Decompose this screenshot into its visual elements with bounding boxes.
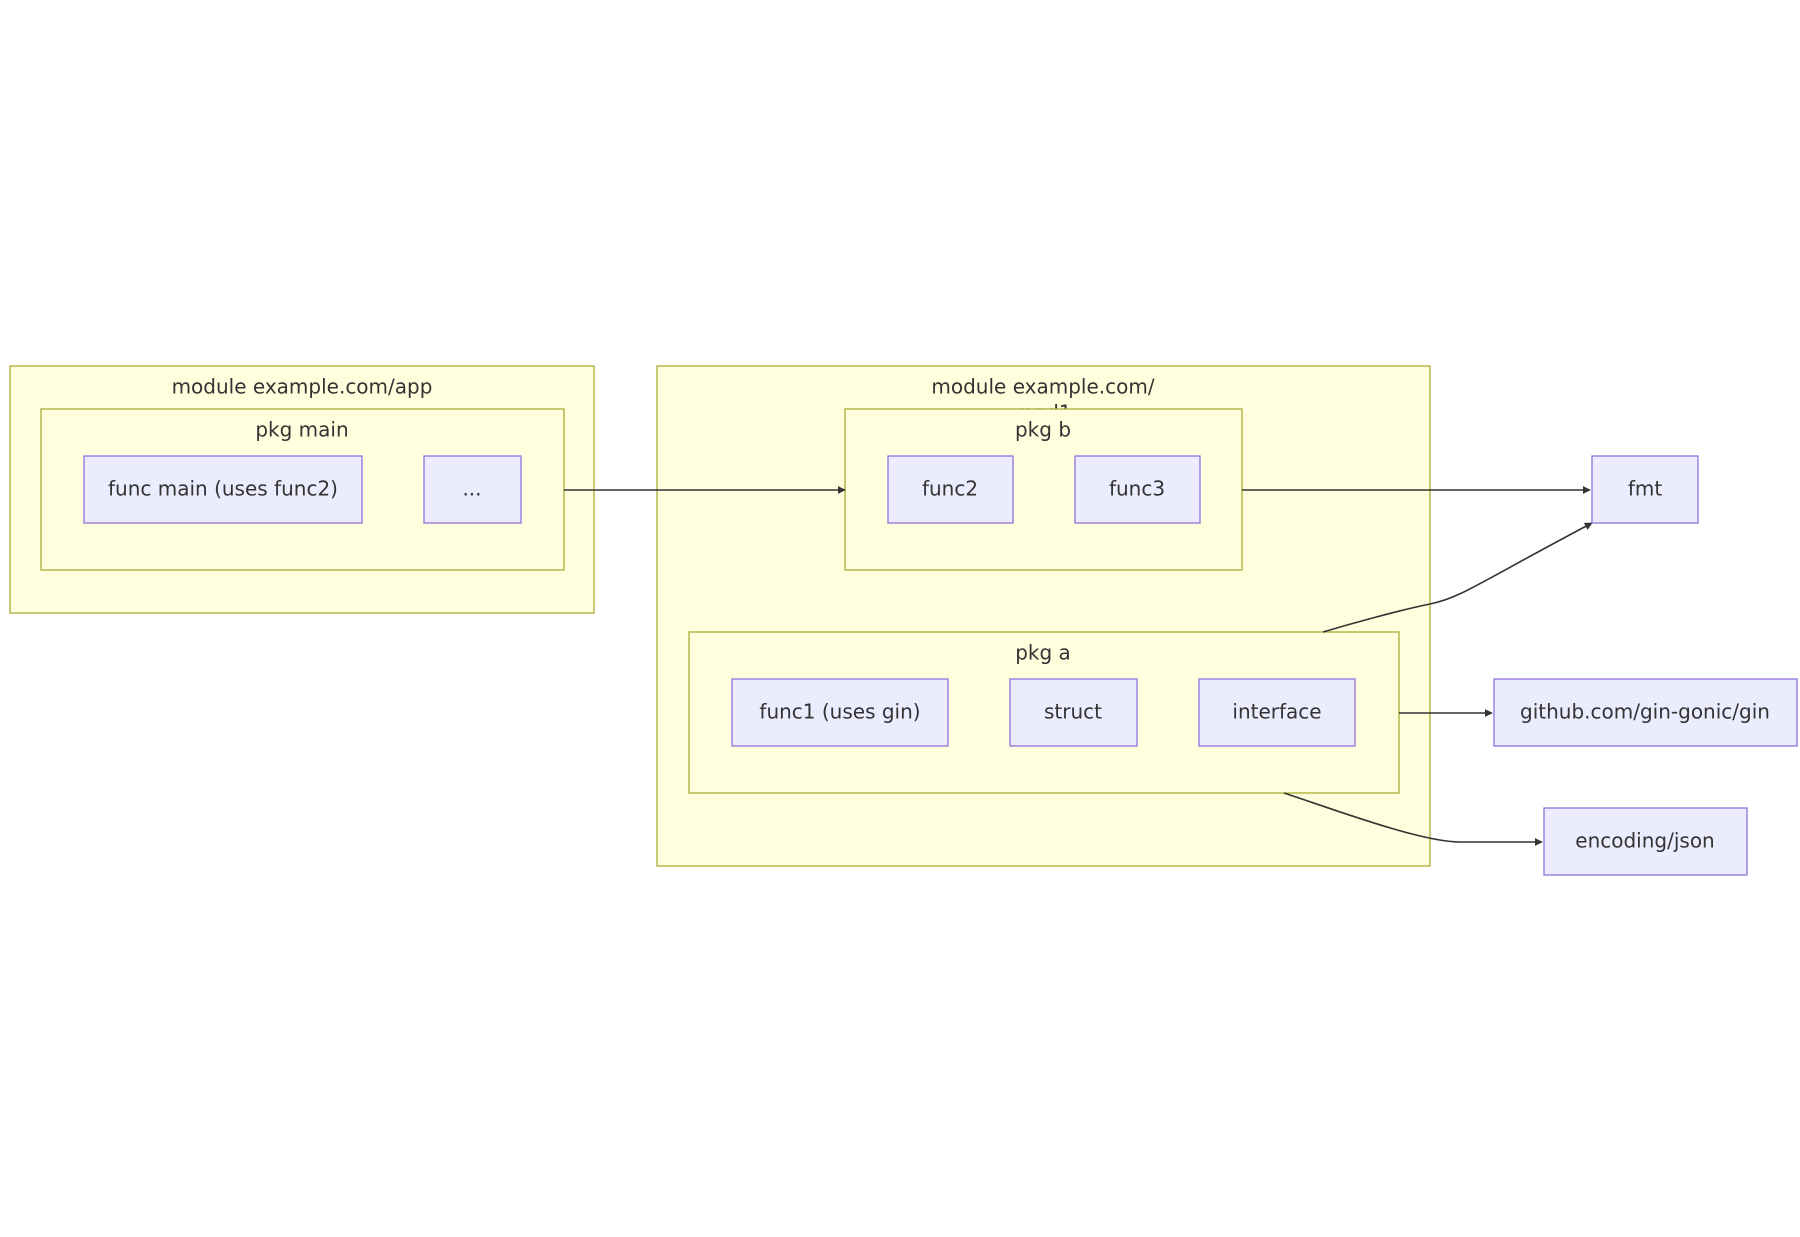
node-func-main-label: func main (uses func2)	[108, 477, 338, 501]
pkg-b-label: pkg b	[1015, 418, 1071, 442]
node-func2-label: func2	[922, 477, 978, 501]
node-ellipsis[interactable]: ...	[423, 455, 522, 524]
node-func1-label: func1 (uses gin)	[759, 700, 920, 724]
node-func1[interactable]: func1 (uses gin)	[731, 678, 949, 747]
node-json[interactable]: encoding/json	[1543, 807, 1748, 876]
edges	[564, 486, 1593, 846]
node-struct-label: struct	[1044, 700, 1102, 724]
node-fmt[interactable]: fmt	[1591, 455, 1699, 524]
module-app-label: module example.com/app	[172, 375, 433, 399]
pkg-main-label: pkg main	[255, 418, 348, 442]
node-gin-label: github.com/gin-gonic/gin	[1520, 700, 1770, 724]
pkg-a-label: pkg a	[1015, 641, 1071, 665]
node-json-label: encoding/json	[1575, 829, 1714, 853]
node-func3[interactable]: func3	[1074, 455, 1201, 524]
node-ellipsis-label: ...	[462, 477, 481, 501]
node-fmt-label: fmt	[1628, 477, 1663, 501]
edge-pkg-a-to-fmt	[1322, 522, 1593, 633]
node-interface-label: interface	[1232, 700, 1321, 724]
node-func3-label: func3	[1109, 477, 1165, 501]
node-gin[interactable]: github.com/gin-gonic/gin	[1493, 678, 1798, 747]
node-struct[interactable]: struct	[1009, 678, 1138, 747]
edge-pkg-a-to-json	[1283, 792, 1543, 846]
module-mod1-label-line1: module example.com/	[931, 375, 1154, 399]
node-func2[interactable]: func2	[887, 455, 1014, 524]
node-interface[interactable]: interface	[1198, 678, 1356, 747]
node-func-main[interactable]: func main (uses func2)	[83, 455, 363, 524]
